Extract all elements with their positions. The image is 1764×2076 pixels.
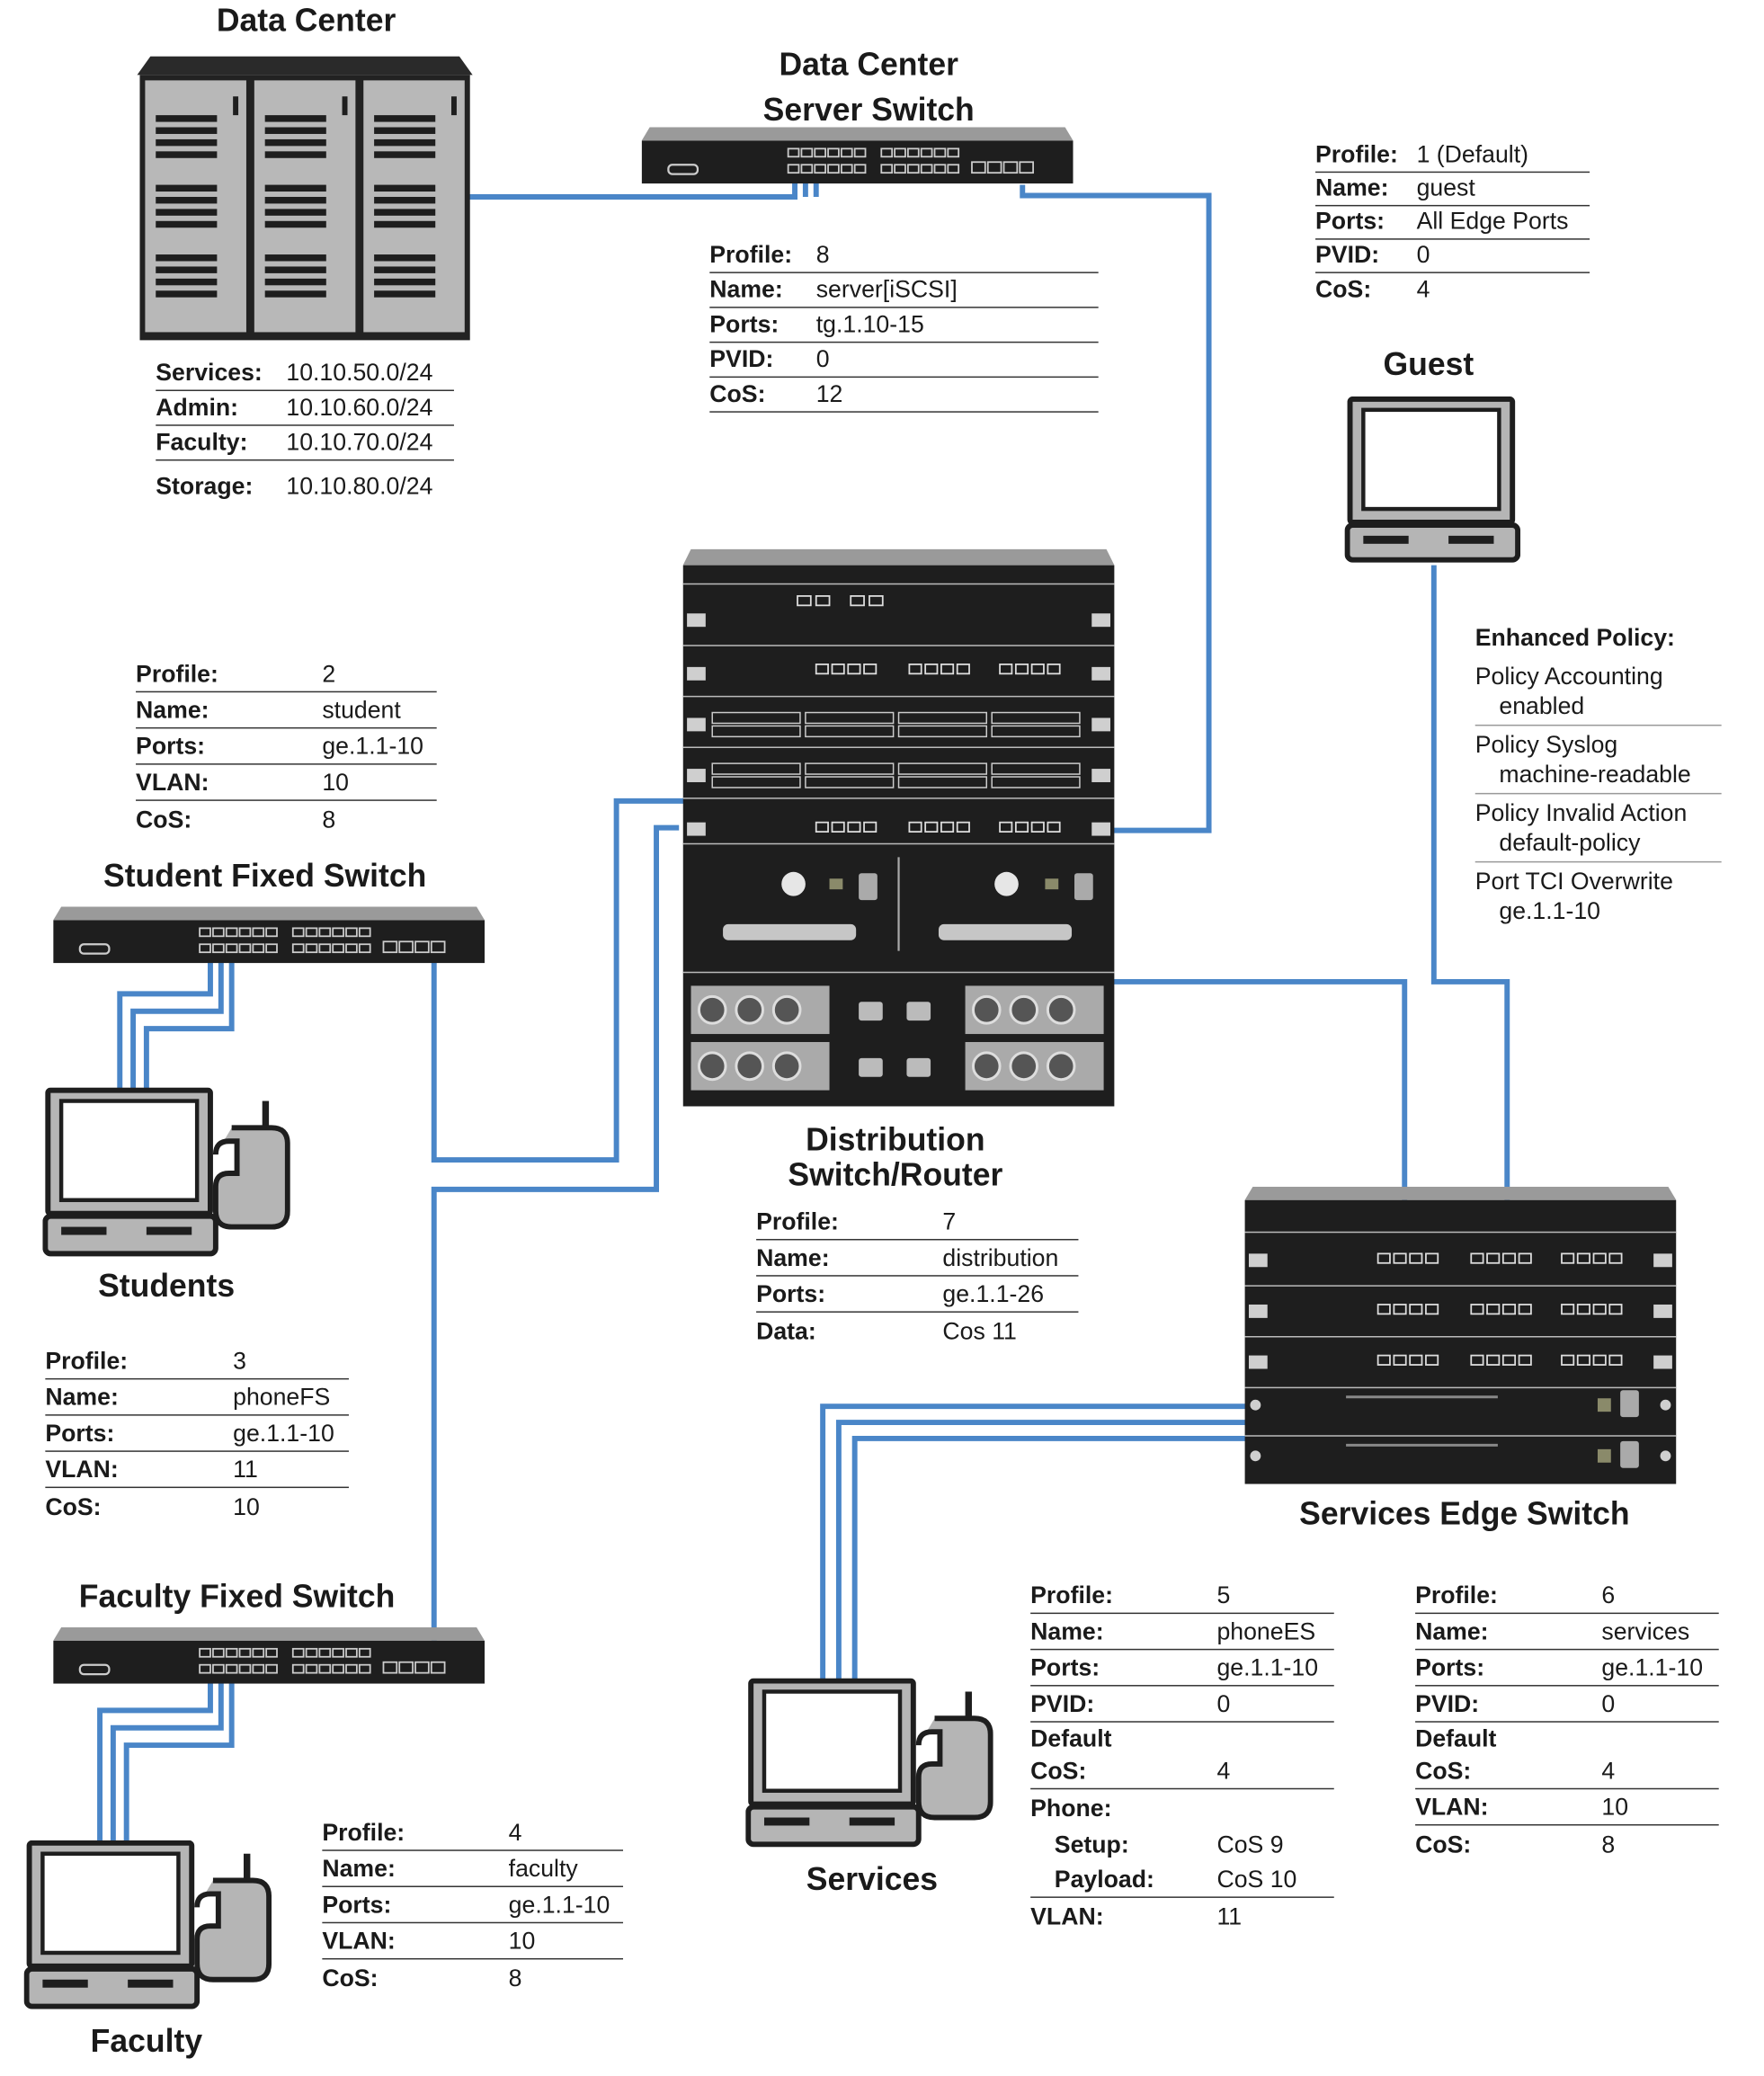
faculty-switch-icon xyxy=(53,1626,486,1684)
profile-row: PVID:0 xyxy=(1030,1687,1334,1723)
link-datacenter-serverswitch xyxy=(468,182,797,200)
profile-row: CoS:8 xyxy=(1415,1831,1616,1858)
link-studentswitch-students-3 xyxy=(143,961,235,1092)
profile-row: Name:guest xyxy=(1315,173,1590,207)
profile-row: PVID:0 xyxy=(709,343,1099,379)
profile-row: Ports:ge.1.1-10 xyxy=(1030,1650,1334,1687)
profile-row: VLAN:10 xyxy=(1415,1789,1719,1826)
link-facultyswitch-faculty-3 xyxy=(123,1680,235,1846)
link-facultyswitch-distribution xyxy=(431,824,680,1657)
profile-server-table: Profile:8 Name:server[iSCSI] Ports:tg.1.… xyxy=(709,238,1099,413)
profile-row: Ports:ge.1.1-10 xyxy=(45,1416,349,1452)
profile-row: Ports:tg.1.10-15 xyxy=(709,308,1099,343)
profile-row: Payload:CoS 10 xyxy=(1030,1862,1334,1898)
subnet-row: Faculty:10.10.70.0/24 xyxy=(156,426,454,461)
link-facultyswitch-faculty-2 xyxy=(110,1680,224,1846)
profile-row: Name:server[iSCSI] xyxy=(709,273,1099,308)
data-center-rack-icon xyxy=(137,56,473,341)
profile-row: Profile:4 xyxy=(322,1815,624,1851)
profile-row: CoS:10 xyxy=(45,1493,260,1520)
guest-laptop-icon xyxy=(1344,396,1521,563)
services-label: Services xyxy=(806,1861,939,1898)
distribution-router-icon xyxy=(682,548,1115,1107)
profile-phonefs-table: Profile:3 Name:phoneFS Ports:ge.1.1-10 V… xyxy=(45,1343,349,1524)
students-computer-phone-icon xyxy=(42,1087,290,1257)
link-facultyswitch-faculty-1 xyxy=(97,1680,213,1846)
profile-row: Data:Cos 11 xyxy=(756,1317,1017,1345)
profile-row: Name:student xyxy=(136,692,437,729)
faculty-computer-phone-icon xyxy=(23,1840,272,2009)
profile-row: PVID:0 xyxy=(1415,1687,1719,1723)
server-switch-label: Data Center Server Switch xyxy=(762,47,975,129)
faculty-switch-label: Faculty Fixed Switch xyxy=(78,1579,396,1616)
subnet-row: Admin:10.10.60.0/24 xyxy=(156,391,454,426)
link-serverswitch-distribution xyxy=(1020,184,1212,833)
profile-row: VLAN:10 xyxy=(136,765,437,801)
profile-row: Ports:All Edge Ports xyxy=(1315,206,1590,240)
profile-row: Default CoS: 4 xyxy=(1030,1723,1334,1790)
profile-distribution-table: Profile:7 Name:distribution Ports:ge.1.1… xyxy=(756,1204,1079,1349)
profile-faculty-table: Profile:4 Name:faculty Ports:ge.1.1-10 V… xyxy=(322,1815,624,1996)
subnet-row: Storage:10.10.80.0/24 xyxy=(156,472,433,500)
profile-row: Profile:3 xyxy=(45,1343,349,1380)
services-edge-switch-icon xyxy=(1244,1186,1677,1484)
services-edge-label: Services Edge Switch xyxy=(1299,1495,1630,1533)
profile-row: Ports:ge.1.1-10 xyxy=(136,728,437,765)
profile-row: VLAN:11 xyxy=(1030,1902,1243,1930)
distribution-label: Distribution Switch/Router xyxy=(788,1122,1003,1194)
faculty-label: Faculty xyxy=(90,2023,203,2061)
link-guest-servicesedge xyxy=(1430,565,1510,1353)
student-switch-label: Student Fixed Switch xyxy=(102,858,427,895)
profile-row: PVID:0 xyxy=(1315,240,1590,273)
profile-row: Profile:2 xyxy=(136,656,437,693)
profile-guest-table: Profile:1 (Default) Name:guest Ports:All… xyxy=(1315,139,1590,307)
profile-row: Setup:CoS 9 xyxy=(1054,1831,1284,1858)
link-studentswitch-students-1 xyxy=(117,961,213,1092)
subnet-row: Services:10.10.50.0/24 xyxy=(156,356,454,391)
profile-services-table: Profile:6 Name:services Ports:ge.1.1-10 … xyxy=(1415,1578,1719,1862)
profile-row: Name:phoneFS xyxy=(45,1379,349,1416)
guest-label: Guest xyxy=(1383,346,1474,384)
profile-row: Name:distribution xyxy=(756,1240,1079,1277)
profile-row: CoS:4 xyxy=(1315,275,1430,303)
profile-row: VLAN:10 xyxy=(322,1923,624,1960)
profile-row: VLAN:11 xyxy=(45,1452,349,1489)
profile-row: Name:phoneES xyxy=(1030,1614,1334,1651)
link-studentswitch-students-2 xyxy=(130,961,224,1092)
server-switch-icon xyxy=(641,127,1074,184)
profile-phonees-table: Profile:5 Name:phoneES Ports:ge.1.1-10 P… xyxy=(1030,1578,1334,1934)
profile-row: Ports:ge.1.1-10 xyxy=(1415,1650,1719,1687)
profile-row: Profile:8 xyxy=(709,238,1099,273)
data-center-subnets-table: Services:10.10.50.0/24 Admin:10.10.60.0/… xyxy=(156,356,454,503)
profile-row: Profile:7 xyxy=(756,1204,1079,1241)
profile-row: CoS:8 xyxy=(322,1965,522,1992)
profile-row: Name:services xyxy=(1415,1614,1719,1651)
services-computer-phone-icon xyxy=(745,1678,993,1848)
profile-row: Phone: xyxy=(1030,1795,1112,1822)
profile-row: Ports:ge.1.1-26 xyxy=(756,1277,1079,1313)
profile-row: CoS:12 xyxy=(709,378,1099,413)
profile-row: Profile:5 xyxy=(1030,1578,1334,1615)
profile-row: Ports:ge.1.1-10 xyxy=(322,1887,624,1924)
profile-row: Profile:1 (Default) xyxy=(1315,139,1590,174)
profile-row: CoS:8 xyxy=(136,806,336,833)
profile-row: Default CoS: 4 xyxy=(1415,1723,1719,1790)
students-label: Students xyxy=(98,1268,236,1305)
profile-student-table: Profile:2 Name:student Ports:ge.1.1-10 V… xyxy=(136,656,437,837)
profile-row: Profile:6 xyxy=(1415,1578,1719,1615)
profile-row: Name:faculty xyxy=(322,1851,624,1887)
data-center-label: Data Center xyxy=(216,2,396,40)
enhanced-policy-title: Enhanced Policy: xyxy=(1474,624,1675,651)
student-switch-icon xyxy=(53,906,486,964)
